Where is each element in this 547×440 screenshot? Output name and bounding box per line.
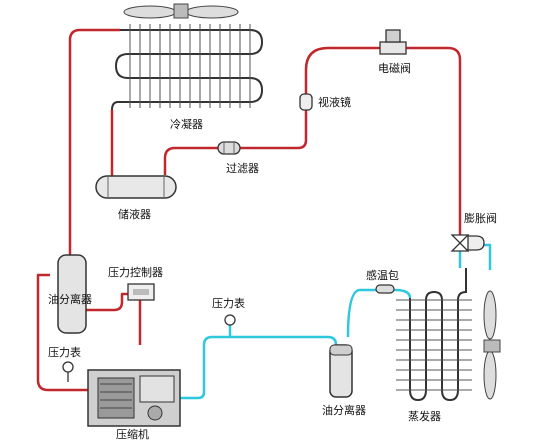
solenoid-valve xyxy=(379,29,407,55)
evaporator xyxy=(396,268,472,402)
pressure-controller-label: 压力控制器 xyxy=(108,265,163,279)
pressure-gauge-mid xyxy=(224,314,236,326)
pressure-gauge-left xyxy=(62,361,74,382)
condenser-label: 冷凝器 xyxy=(170,117,203,131)
filter xyxy=(217,141,241,155)
receiver-to-filter-pipe xyxy=(163,146,218,175)
oil-return-pipe-left xyxy=(36,273,88,392)
evaporator-label: 蒸发器 xyxy=(408,409,441,423)
solenoid-valve-label: 电磁阀 xyxy=(378,61,411,75)
expansion-valve-label: 膨胀阀 xyxy=(464,211,497,225)
compressor-label: 压缩机 xyxy=(116,427,149,440)
sensing-bulb-label: 感温包 xyxy=(366,269,399,282)
oil-separator-right xyxy=(329,344,353,398)
oil-separator-right-label: 油分离器 xyxy=(322,403,366,417)
receiver-label: 储液器 xyxy=(118,207,151,221)
sight-glass xyxy=(299,93,313,111)
solenoid-to-expansion-pipe xyxy=(406,46,462,235)
condenser-fan-icon xyxy=(123,3,239,19)
discharge-pipe xyxy=(68,28,120,255)
expansion-valve xyxy=(450,234,485,252)
compressor xyxy=(87,369,181,427)
pressure-gauge-mid-label: 压力表 xyxy=(212,296,245,310)
controller-high-line xyxy=(86,292,132,312)
receiver xyxy=(95,175,177,199)
pressure-controller xyxy=(127,283,155,301)
sensing-bulb xyxy=(375,284,395,294)
condenser xyxy=(111,24,264,111)
pressure-gauge-left-label: 压力表 xyxy=(48,345,81,359)
sight-glass-label: 视液镜 xyxy=(318,95,351,109)
suction-pipe xyxy=(180,335,338,400)
evaporator-fan-icon xyxy=(483,290,501,400)
filter-label: 过滤器 xyxy=(226,162,259,175)
oil-separator-left-label: 油分离器 xyxy=(48,292,92,306)
oil-separator-left xyxy=(57,254,87,334)
